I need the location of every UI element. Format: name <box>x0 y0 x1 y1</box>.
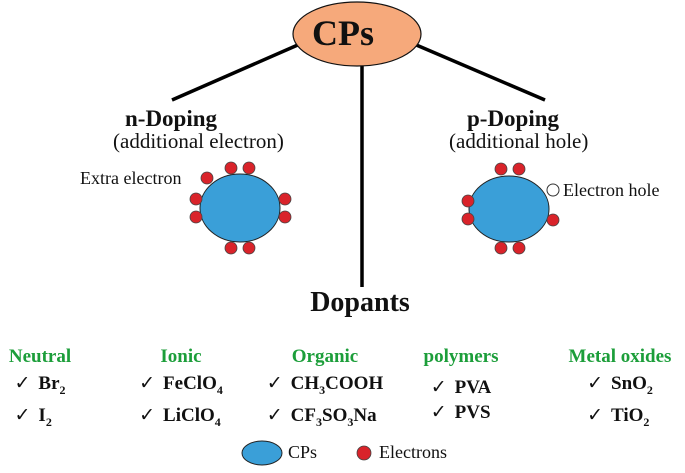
legend-electron-swatch <box>356 445 372 461</box>
category-neutral: Neutral ✓Br2 ✓I2 <box>0 346 80 435</box>
electron-dot <box>512 241 526 255</box>
electron-dot <box>512 162 526 176</box>
dopant-item: ✓FeClO4 <box>139 373 223 397</box>
electron-dot <box>494 241 508 255</box>
dopant-item: ✓Br2 <box>14 373 66 397</box>
electron-dot <box>494 162 508 176</box>
category-metal-oxides: Metal oxides ✓SnO2 ✓TiO2 <box>560 346 680 435</box>
cp-ellipse-n <box>199 173 281 243</box>
electron-dot <box>278 210 292 224</box>
electron-dot <box>461 212 475 226</box>
dopants-title: Dopants <box>310 287 410 318</box>
dopant-item: ✓LiClO4 <box>139 404 221 429</box>
legend-cps-swatch <box>241 440 283 466</box>
electron-dot <box>461 194 475 208</box>
n-doping-subtitle: (additional electron) <box>113 129 284 153</box>
electron-hole-callout: Electron hole <box>563 180 660 200</box>
p-doping-molecule <box>461 162 560 255</box>
category-organic: Organic ✓CH3COOH ✓CF3SO3Na <box>250 346 400 435</box>
dopant-item: ✓PVA <box>430 377 492 398</box>
electron-dot <box>189 210 203 224</box>
electron-dot <box>224 241 238 255</box>
extra-electron-dot <box>200 171 214 185</box>
electron-dot <box>189 192 203 206</box>
root-label: CPs <box>312 13 374 53</box>
connector-p-doping <box>413 42 546 102</box>
cp-ellipse-p <box>468 175 550 243</box>
electron-dot <box>546 213 560 227</box>
category-title: polymers <box>423 346 499 367</box>
electron-dot <box>224 161 238 175</box>
electron-dot <box>242 241 256 255</box>
dopant-item: ✓SnO2 <box>587 373 653 397</box>
category-title: Metal oxides <box>568 346 672 367</box>
category-ionic: Ionic ✓FeClO4 ✓LiClO4 <box>122 346 240 435</box>
dopant-item: ✓I2 <box>14 404 52 429</box>
category-title: Ionic <box>160 346 202 367</box>
category-polymers: polymers ✓PVA ✓PVS <box>412 346 510 425</box>
electron-hole-dot <box>546 183 560 197</box>
p-doping-title: p-Doping <box>467 106 560 131</box>
connector-n-doping <box>171 42 301 102</box>
dopant-item: ✓PVS <box>430 402 491 423</box>
n-doping-molecule <box>189 161 292 255</box>
extra-electron-callout: Extra electron <box>80 168 182 188</box>
p-doping-subtitle: (additional hole) <box>449 129 589 153</box>
dopant-item: ✓CH3COOH <box>266 373 384 397</box>
legend-cps-label: CPs <box>288 442 318 462</box>
category-title: Organic <box>291 346 359 367</box>
n-doping-title: n-Doping <box>125 106 218 131</box>
legend-electrons-label: Electrons <box>379 442 447 462</box>
dopant-item: ✓TiO2 <box>587 404 650 429</box>
category-title: Neutral <box>8 346 72 367</box>
dopant-item: ✓CF3SO3Na <box>266 404 377 429</box>
electron-dot <box>242 161 256 175</box>
root-ellipse <box>292 1 422 67</box>
electron-dot <box>278 192 292 206</box>
